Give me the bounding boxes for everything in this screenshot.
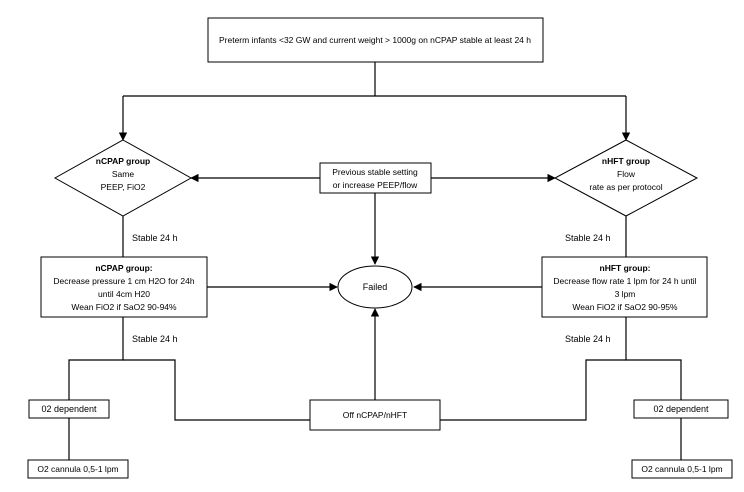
nhft-decision: nHFT group Flow rate as per protocol: [553, 139, 699, 217]
stable-label-right-top: Stable 24 h: [565, 233, 611, 243]
nhft-process-line1: Decrease flow rate 1 lpm for 24 h until: [553, 276, 696, 286]
stable-label-left-top: Stable 24 h: [132, 233, 178, 243]
stable-label-right-bottom: Stable 24 h: [565, 334, 611, 344]
nhft-process-box: nHFT group: Decrease flow rate 1 lpm for…: [541, 256, 708, 318]
failed-node-ellipse: [337, 265, 413, 309]
ncpap-process-title: nCPAP group:: [95, 263, 152, 273]
right-cannula-label: O2 cannula 0,5-1 lpm: [641, 464, 722, 474]
connector-ncpap-to-o2dependent: [68, 317, 124, 400]
start-box-border: [207, 17, 544, 63]
nhft-decision-line2: rate as per protocol: [589, 182, 662, 192]
nhft-decision-line1: Flow: [617, 169, 636, 179]
start-box: Preterm infants <32 GW and current weigh…: [207, 17, 544, 63]
previous-setting-box-border: [319, 162, 432, 194]
left-o2-dependent-label: 02 dependent: [41, 404, 97, 414]
connector-ncpap-to-off: [123, 359, 310, 421]
nhft-process-line2: 3 lpm: [615, 289, 636, 299]
ncpap-process-box-border: [40, 256, 208, 318]
off-box-border: [309, 399, 441, 431]
nhft-process-box-border: [541, 256, 708, 318]
nhft-decision-title: nHFT group: [602, 156, 650, 166]
ncpap-decision-line1: Same: [112, 169, 134, 179]
ncpap-process-line2: until 4cm H20: [98, 289, 150, 299]
left-cannula-border: [27, 459, 129, 479]
failed-node: Failed: [337, 265, 413, 309]
right-o2-dependent-border: [633, 399, 729, 419]
right-cannula-border: [631, 459, 733, 479]
nhft-decision-diamond: [553, 139, 699, 217]
right-cannula-box: O2 cannula 0,5-1 lpm: [631, 459, 733, 479]
off-box-label: Off nCPAP/nHFT: [343, 410, 407, 420]
left-o2-dependent-border: [28, 399, 110, 419]
previous-setting-line2: or increase PEEP/flow: [333, 180, 418, 190]
off-box: Off nCPAP/nHFT: [309, 399, 441, 431]
nhft-process-line3: Wean FiO2 if SaO2 90-95%: [572, 302, 678, 312]
left-cannula-box: O2 cannula 0,5-1 lpm: [27, 459, 129, 479]
connector-nhft-to-o2dependent: [625, 317, 682, 400]
right-o2-dependent-box: 02 dependent: [633, 399, 729, 419]
ncpap-decision-line2: PEEP, FiO2: [101, 182, 146, 192]
connector-nhft-to-off: [440, 359, 626, 421]
left-cannula-label: O2 cannula 0,5-1 lpm: [37, 464, 118, 474]
ncpap-decision: nCPAP group Same PEEP, FiO2: [53, 139, 193, 217]
stable-label-left-bottom: Stable 24 h: [132, 334, 178, 344]
ncpap-decision-diamond: [53, 139, 193, 217]
connectors: [68, 62, 682, 460]
ncpap-process-line3: Wean FiO2 if SaO2 90-94%: [71, 302, 177, 312]
ncpap-process-box: nCPAP group: Decrease pressure 1 cm H2O …: [40, 256, 208, 318]
nhft-process-title: nHFT group:: [600, 263, 651, 273]
left-o2-dependent-box: 02 dependent: [28, 399, 110, 419]
previous-setting-box: Previous stable setting or increase PEEP…: [319, 162, 432, 194]
right-o2-dependent-label: 02 dependent: [653, 404, 709, 414]
previous-setting-line1: Previous stable setting: [332, 167, 418, 177]
ncpap-decision-title: nCPAP group: [96, 156, 150, 166]
failed-node-label: Failed: [363, 282, 388, 292]
start-box-label: Preterm infants <32 GW and current weigh…: [219, 35, 531, 45]
ncpap-process-line1: Decrease pressure 1 cm H2O for 24h: [53, 276, 195, 286]
